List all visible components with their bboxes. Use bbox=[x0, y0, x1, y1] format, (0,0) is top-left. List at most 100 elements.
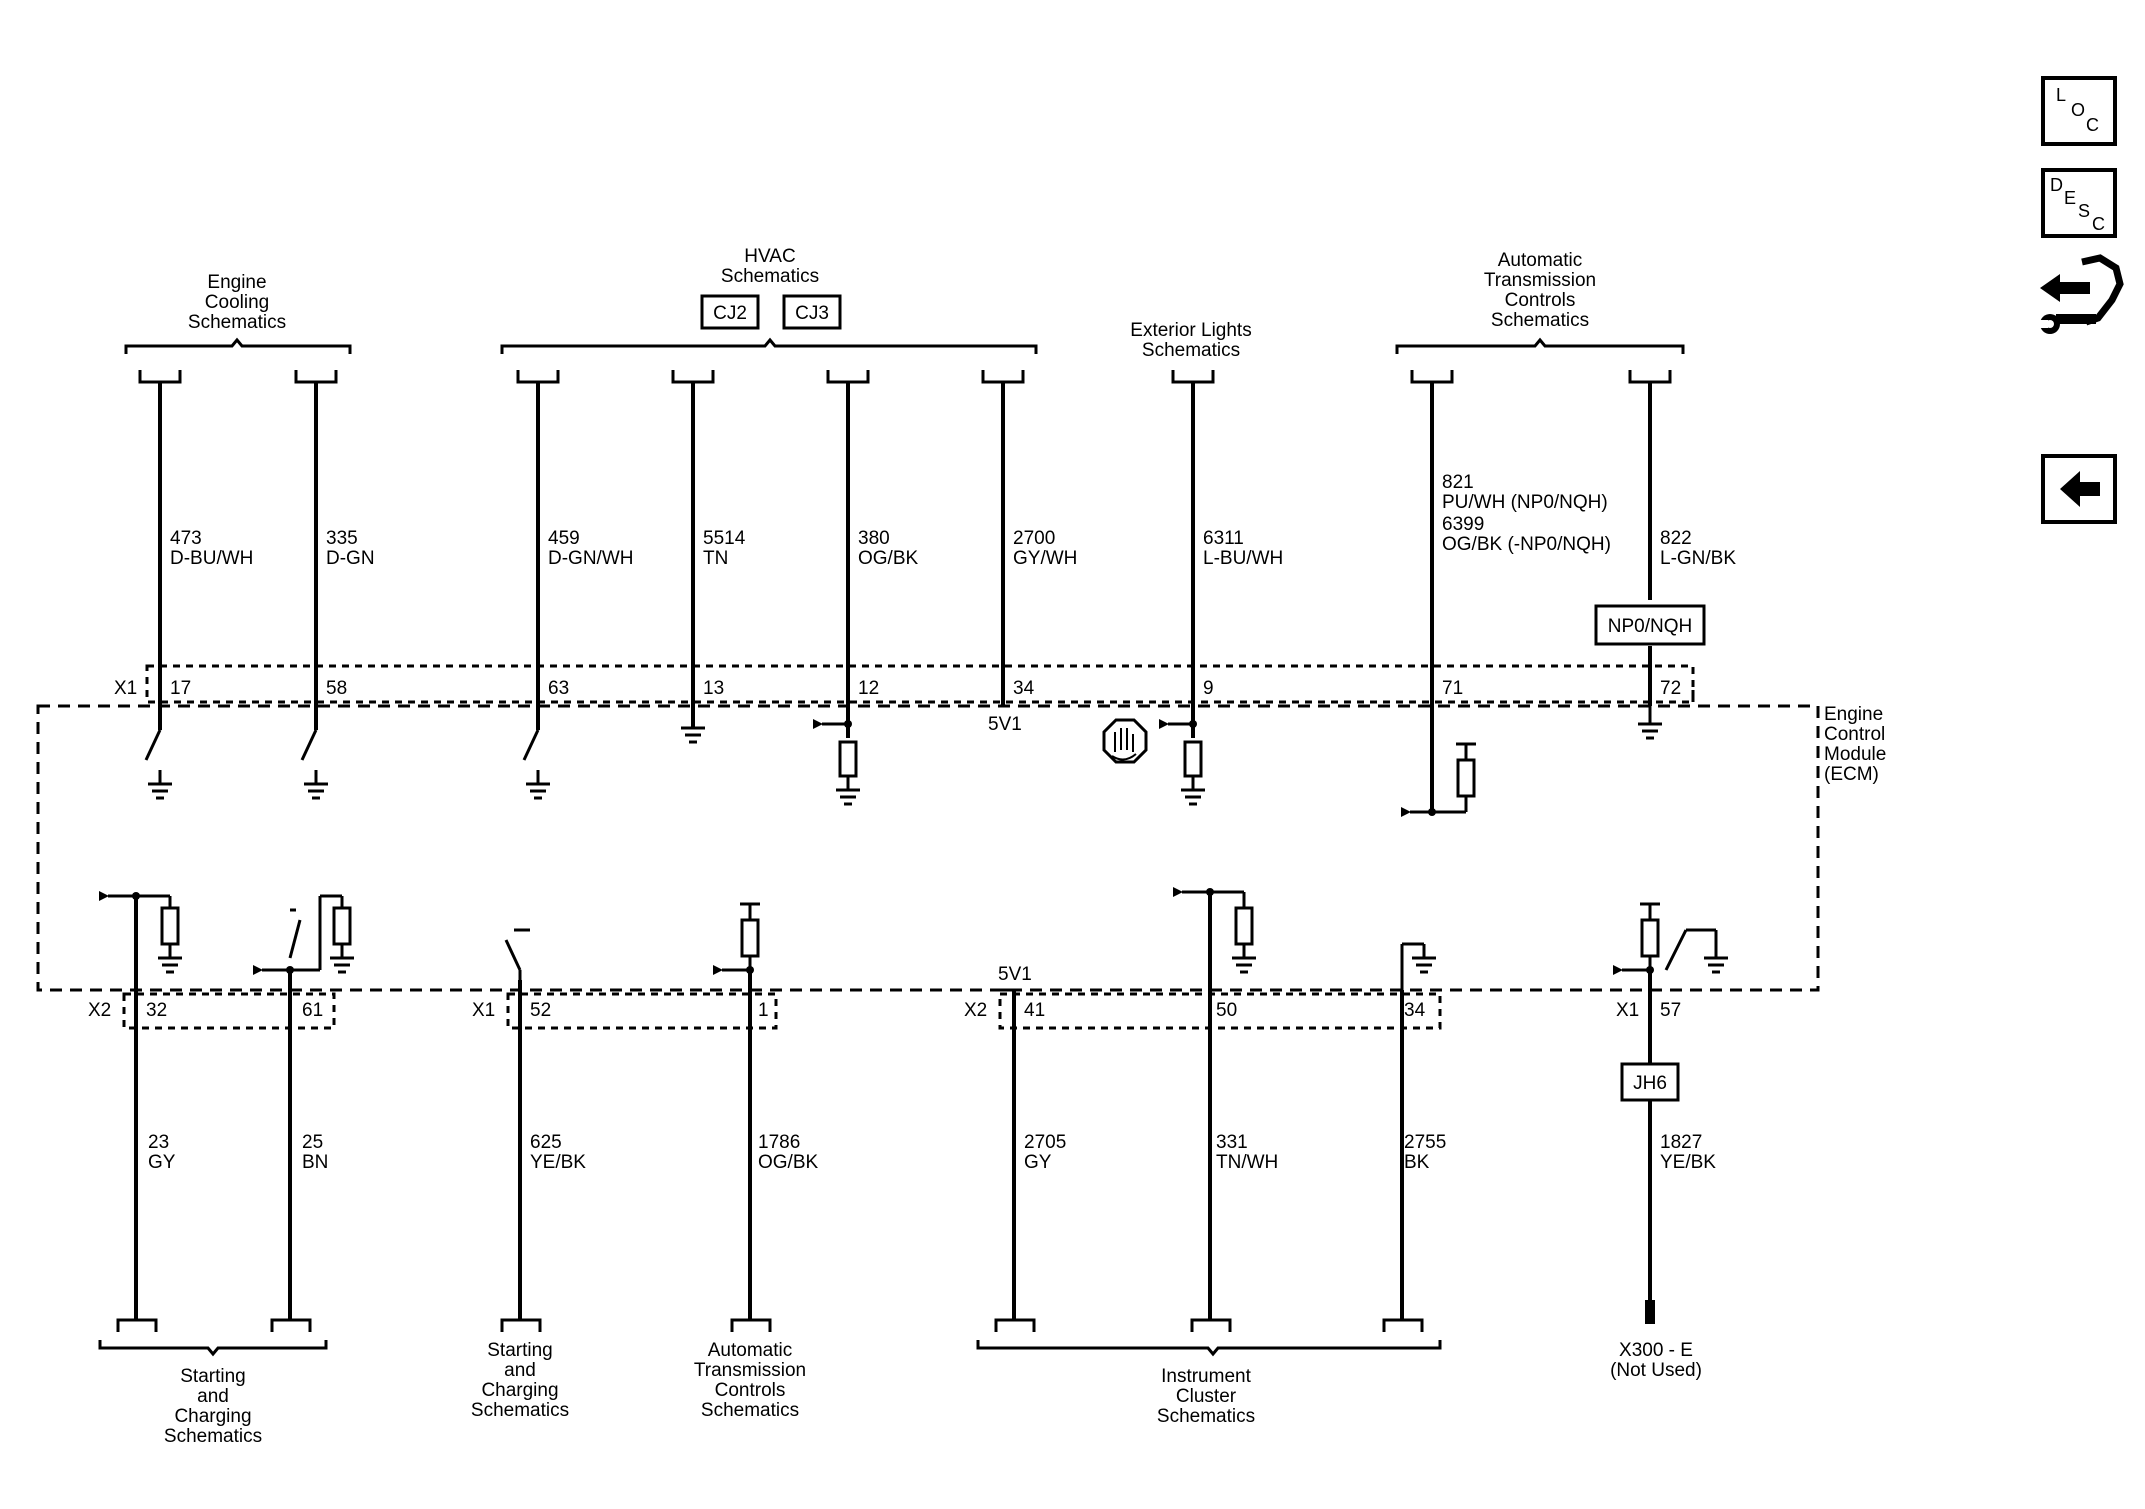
esd-hand-icon[interactable] bbox=[1102, 718, 1148, 764]
svg-text:1786: 1786 bbox=[758, 1132, 800, 1153]
group-label-auto-trans-bottom[interactable]: Automatic Transmission Controls Schemati… bbox=[694, 1340, 806, 1421]
svg-text:X1: X1 bbox=[114, 678, 137, 699]
bottom-wires bbox=[134, 892, 1652, 1320]
connector-x1-mid[interactable]: X1 bbox=[472, 992, 778, 1030]
ground-symbols-top bbox=[148, 722, 1662, 806]
box-cj2[interactable]: CJ2 bbox=[700, 294, 760, 330]
pin-58[interactable]: 58 bbox=[326, 678, 347, 699]
group-label-auto-trans-top[interactable]: Automatic Transmission Controls Schemati… bbox=[1484, 250, 1596, 331]
box-jh6[interactable]: JH6 bbox=[1620, 1062, 1680, 1102]
bottom-braces bbox=[98, 1340, 1442, 1357]
svg-text:Schematics: Schematics bbox=[701, 1400, 799, 1421]
top-braces bbox=[124, 337, 1685, 354]
pin-34-bottom[interactable]: 34 bbox=[1404, 1000, 1426, 1021]
svg-text:Engine: Engine bbox=[1824, 704, 1883, 725]
svg-text:25: 25 bbox=[302, 1132, 323, 1153]
pin-9[interactable]: 9 bbox=[1203, 678, 1214, 699]
svg-text:331: 331 bbox=[1216, 1132, 1248, 1153]
svg-text:CJ3: CJ3 bbox=[795, 303, 829, 324]
svg-text:X2: X2 bbox=[88, 1000, 111, 1021]
svg-text:Exterior Lights: Exterior Lights bbox=[1130, 320, 1251, 341]
back-arrow-icon[interactable] bbox=[2041, 454, 2117, 524]
connector-wrench-icon[interactable] bbox=[2038, 254, 2124, 334]
svg-text:D-BU/WH: D-BU/WH bbox=[170, 548, 253, 569]
svg-text:Schematics: Schematics bbox=[471, 1400, 569, 1421]
svg-text:380: 380 bbox=[858, 528, 890, 549]
svg-text:D-GN/WH: D-GN/WH bbox=[548, 548, 633, 569]
svg-text:(Not Used): (Not Used) bbox=[1610, 1360, 1702, 1381]
box-cj3[interactable]: CJ3 bbox=[782, 294, 842, 330]
svg-text:and: and bbox=[504, 1360, 536, 1381]
pin-63[interactable]: 63 bbox=[548, 678, 569, 699]
pin-61[interactable]: 61 bbox=[302, 1000, 323, 1021]
svg-text:L: L bbox=[2056, 85, 2066, 105]
pin-17[interactable]: 17 bbox=[170, 678, 191, 699]
pin-34-top[interactable]: 34 bbox=[1013, 678, 1035, 699]
connector-x1-top[interactable]: X1 bbox=[114, 664, 1695, 704]
connector-x1-right[interactable]: X1 bbox=[1616, 1000, 1639, 1021]
bottom-pin-numbers: 32 61 52 1 41 50 34 57 bbox=[146, 1000, 1681, 1021]
pin-12[interactable]: 12 bbox=[858, 678, 879, 699]
svg-text:Control: Control bbox=[1824, 724, 1885, 745]
connector-x2-left[interactable]: X2 bbox=[88, 992, 336, 1030]
pin-72[interactable]: 72 bbox=[1660, 678, 1681, 699]
pin-32[interactable]: 32 bbox=[146, 1000, 167, 1021]
ecm-module-outline[interactable] bbox=[36, 704, 1820, 992]
svg-text:OG/BK: OG/BK bbox=[758, 1152, 819, 1173]
connector-x2-mid[interactable]: X2 bbox=[964, 992, 1442, 1030]
svg-text:2755: 2755 bbox=[1404, 1132, 1446, 1153]
desc-button-icon[interactable]: D E S C bbox=[2041, 168, 2117, 238]
group-label-starting-charging-mid[interactable]: Starting and Charging Schematics bbox=[471, 1340, 569, 1421]
pin-52[interactable]: 52 bbox=[530, 1000, 551, 1021]
pin-57[interactable]: 57 bbox=[1660, 1000, 1681, 1021]
top-wires bbox=[158, 382, 1652, 815]
group-label-starting-charging-left[interactable]: Starting and Charging Schematics bbox=[164, 1366, 262, 1447]
svg-text:L-BU/WH: L-BU/WH bbox=[1203, 548, 1283, 569]
svg-text:Transmission: Transmission bbox=[1484, 270, 1596, 291]
group-label-instrument-cluster[interactable]: Instrument Cluster Schematics bbox=[1157, 1366, 1255, 1427]
svg-text:BK: BK bbox=[1404, 1152, 1430, 1173]
ground-symbols-bottom bbox=[158, 956, 1728, 974]
pin-71[interactable]: 71 bbox=[1442, 678, 1463, 699]
pin-50[interactable]: 50 bbox=[1216, 1000, 1237, 1021]
pin-13[interactable]: 13 bbox=[703, 678, 724, 699]
supply-5v1-bottom: 5V1 bbox=[998, 964, 1032, 985]
svg-text:D: D bbox=[2050, 175, 2063, 195]
group-label-x300[interactable]: X300 - E (Not Used) bbox=[1610, 1340, 1702, 1381]
pin-1[interactable]: 1 bbox=[758, 1000, 769, 1021]
box-np0-nqh[interactable]: NP0/NQH bbox=[1594, 604, 1706, 646]
group-label-engine-cooling[interactable]: Engine Cooling Schematics bbox=[188, 272, 286, 333]
group-label-hvac[interactable]: HVAC Schematics bbox=[721, 246, 819, 287]
svg-text:NP0/NQH: NP0/NQH bbox=[1608, 616, 1692, 637]
wire-label-821-6399[interactable]: 821 PU/WH (NP0/NQH) 6399 OG/BK (-NP0/NQH… bbox=[1442, 472, 1611, 555]
svg-text:O: O bbox=[2071, 100, 2085, 120]
svg-text:D-GN: D-GN bbox=[326, 548, 375, 569]
svg-text:Instrument: Instrument bbox=[1161, 1366, 1251, 1387]
pin-41[interactable]: 41 bbox=[1024, 1000, 1045, 1021]
svg-text:TN: TN bbox=[703, 548, 728, 569]
svg-text:Controls: Controls bbox=[715, 1380, 786, 1401]
loc-button-icon[interactable]: L O C bbox=[2041, 76, 2117, 146]
ecm-label: Engine Control Module (ECM) bbox=[1824, 704, 1886, 785]
svg-text:1827: 1827 bbox=[1660, 1132, 1702, 1153]
svg-text:Automatic: Automatic bbox=[708, 1340, 792, 1361]
svg-text:459: 459 bbox=[548, 528, 580, 549]
group-label-exterior-lights[interactable]: Exterior Lights Schematics bbox=[1130, 320, 1251, 361]
